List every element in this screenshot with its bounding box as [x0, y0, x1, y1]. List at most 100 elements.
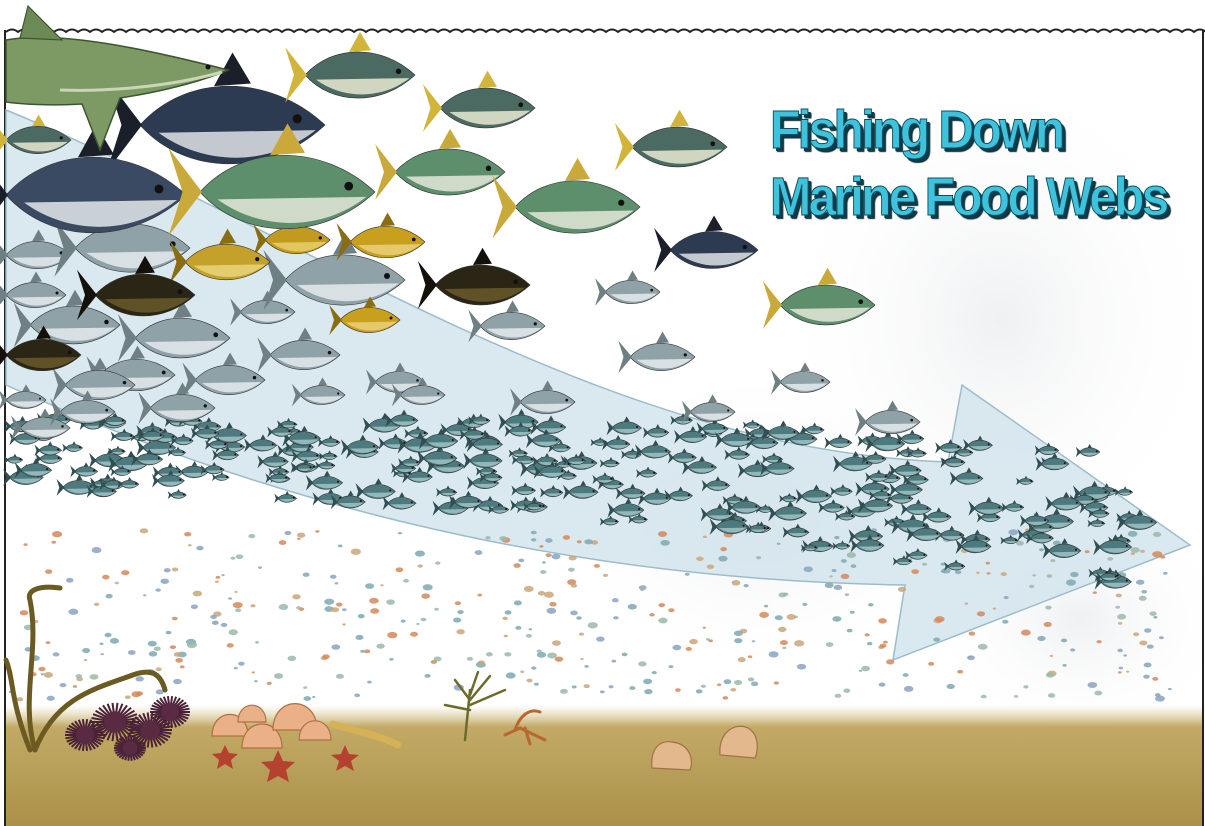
plankton-icon	[603, 574, 608, 577]
plankton-icon	[1118, 622, 1122, 625]
plankton-icon	[228, 629, 237, 635]
plankton-icon	[685, 573, 690, 576]
plankton-icon	[756, 556, 761, 559]
plankton-icon	[734, 631, 743, 637]
plankton-icon	[782, 646, 786, 649]
plankton-icon	[658, 531, 667, 537]
plankton-icon	[1032, 574, 1036, 576]
plankton-icon	[47, 696, 55, 701]
title-line-2: Marine Food Webs	[770, 170, 1167, 224]
plankton-icon	[417, 564, 422, 567]
plankton-icon	[1128, 531, 1138, 537]
plankton-icon	[723, 696, 729, 700]
plankton-icon	[611, 660, 616, 663]
plankton-icon	[231, 557, 236, 560]
plankton-icon	[1029, 585, 1034, 588]
plankton-icon	[1045, 606, 1051, 610]
plankton-icon	[778, 627, 786, 632]
plankton-icon	[423, 584, 433, 590]
plankton-icon	[847, 629, 853, 633]
plankton-icon	[1002, 620, 1008, 624]
plankton-icon	[254, 680, 258, 682]
plankton-icon	[579, 632, 584, 635]
plankton-icon	[485, 536, 491, 539]
plankton-icon	[652, 671, 657, 674]
plankton-icon	[787, 614, 796, 620]
plankton-icon	[415, 550, 425, 556]
plankton-icon	[563, 535, 570, 540]
plankton-icon	[904, 686, 914, 692]
plankton-icon	[732, 580, 741, 585]
plankton-icon	[668, 608, 674, 612]
plankton-icon	[506, 672, 516, 678]
plankton-icon	[560, 689, 568, 694]
plankton-icon	[248, 534, 255, 538]
plankton-icon	[978, 644, 988, 650]
plankton-icon	[640, 589, 644, 591]
plankton-icon	[41, 673, 44, 675]
plankton-icon	[193, 591, 203, 597]
plankton-icon	[572, 685, 577, 688]
plankton-icon	[234, 667, 238, 669]
plankton-icon	[216, 576, 221, 579]
plankton-icon	[376, 644, 384, 649]
plankton-icon	[1070, 648, 1075, 651]
plankton-icon	[524, 586, 534, 592]
plankton-icon	[643, 679, 652, 685]
plankton-icon	[545, 538, 553, 543]
plankton-icon	[538, 591, 545, 596]
plankton-icon	[1001, 572, 1007, 576]
plankton-icon	[835, 694, 842, 698]
plankton-icon	[568, 568, 575, 572]
plankton-icon	[696, 689, 703, 693]
plankton-icon	[331, 607, 339, 612]
plankton-icon	[155, 588, 160, 591]
plankton-icon	[100, 643, 104, 645]
plankton-icon	[52, 531, 62, 537]
plankton-icon	[668, 665, 673, 668]
plankton-icon	[235, 608, 241, 612]
plankton-icon	[778, 593, 786, 598]
plankton-icon	[364, 649, 370, 653]
plankton-icon	[867, 642, 872, 645]
plankton-icon	[752, 640, 755, 642]
plankton-icon	[236, 554, 244, 559]
plankton-icon	[121, 570, 129, 575]
title-line-1: Fishing Down	[770, 103, 1063, 157]
plankton-icon	[1144, 628, 1151, 633]
plankton-icon	[775, 615, 783, 620]
plankton-icon	[935, 616, 945, 622]
plankton-icon	[175, 658, 183, 663]
plankton-icon	[297, 538, 301, 540]
plankton-icon	[395, 567, 403, 572]
plankton-icon	[172, 617, 178, 621]
plankton-icon	[1117, 614, 1126, 620]
plankton-icon	[125, 695, 131, 699]
plankton-icon	[514, 600, 522, 605]
plankton-icon	[969, 632, 976, 636]
plankton-icon	[1085, 550, 1090, 553]
plankton-icon	[843, 689, 850, 693]
plankton-icon	[478, 660, 485, 664]
plankton-icon	[922, 563, 927, 566]
plankton-icon	[660, 540, 670, 546]
plankton-icon	[296, 606, 301, 609]
plankton-icon	[303, 696, 311, 701]
plankton-icon	[386, 599, 395, 604]
plankton-icon	[101, 653, 104, 655]
plankton-icon	[1126, 671, 1129, 673]
plankton-icon	[136, 691, 143, 696]
plankton-icon	[933, 638, 940, 642]
plankton-icon	[1163, 572, 1168, 575]
plankton-icon	[184, 532, 191, 537]
plankton-icon	[389, 658, 393, 661]
plankton-icon	[335, 582, 339, 584]
plankton-icon	[841, 574, 850, 579]
plankton-icon	[540, 570, 546, 574]
plankton-icon	[965, 602, 969, 604]
plankton-icon	[594, 564, 600, 568]
plankton-icon	[707, 565, 714, 570]
plankton-icon	[1044, 622, 1052, 627]
plankton-icon	[1070, 572, 1078, 577]
plankton-icon	[886, 659, 894, 664]
